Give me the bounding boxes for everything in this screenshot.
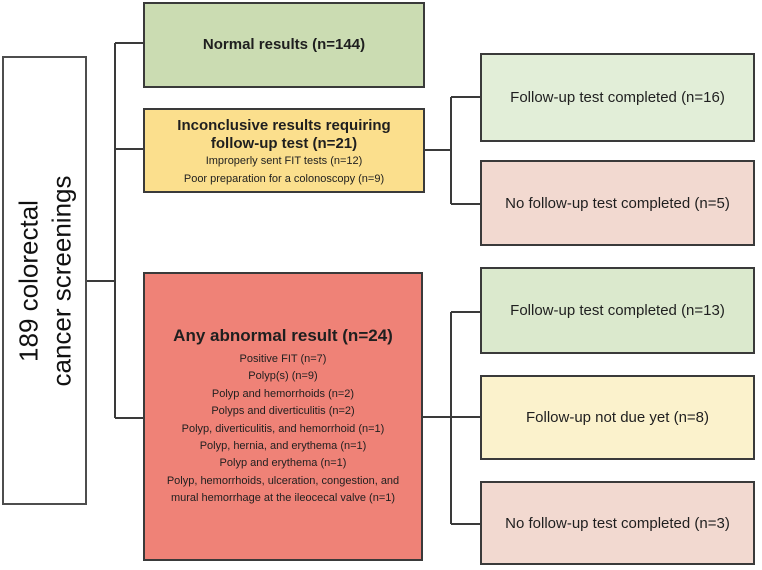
followup-completed-16-box: Follow-up test completed (n=16) xyxy=(480,53,755,142)
inconclusive-item: Poor preparation for a colonoscopy (n=9) xyxy=(183,172,385,185)
followup-completed-13-label: Follow-up test completed (n=13) xyxy=(510,302,725,319)
followup-completed-13-box: Follow-up test completed (n=13) xyxy=(480,267,755,354)
no-followup-3-box: No follow-up test completed (n=3) xyxy=(480,481,755,565)
no-followup-5-label: No follow-up test completed (n=5) xyxy=(505,194,730,212)
inconclusive-item: Improperly sent FIT tests (n=12) xyxy=(205,155,363,167)
root-label-line1: 189 colorectal xyxy=(13,199,43,362)
normal-results-box: Normal results (n=144) xyxy=(143,2,425,88)
abnormal-item: Polyps and diverticulitis (n=2) xyxy=(211,405,355,418)
abnormal-item: Polyp, hemorrhoids, ulceration, congesti… xyxy=(166,474,400,504)
inconclusive-results-title: Inconclusive results requiring follow-up… xyxy=(177,117,391,152)
root-label-line2: cancer screenings xyxy=(45,175,76,386)
abnormal-results-box: Any abnormal result (n=24) Positive FIT … xyxy=(143,272,423,561)
no-followup-5-box: No follow-up test completed (n=5) xyxy=(480,160,755,246)
root-box-total-screenings: 189 colorectal cancer screenings xyxy=(2,56,87,505)
followup-not-due-8-label: Follow-up not due yet (n=8) xyxy=(525,409,710,426)
abnormal-results-title: Any abnormal result (n=24) xyxy=(173,325,393,345)
no-followup-3-label: No follow-up test completed (n=3) xyxy=(505,514,730,532)
root-box-label: 189 colorectal cancer screenings xyxy=(12,56,77,505)
abnormal-item: Polyp, hernia, and erythema (n=1) xyxy=(199,439,367,452)
followup-completed-16-label: Follow-up test completed (n=16) xyxy=(510,89,725,106)
abnormal-item: Polyp, diverticulitis, and hemorrhoid (n… xyxy=(181,422,385,435)
abnormal-item: Polyp and hemorrhoids (n=2) xyxy=(211,387,355,400)
inconclusive-results-box: Inconclusive results requiring follow-up… xyxy=(143,108,425,193)
abnormal-item: Polyp and erythema (n=1) xyxy=(219,457,347,470)
followup-not-due-8-box: Follow-up not due yet (n=8) xyxy=(480,375,755,460)
abnormal-item: Positive FIT (n=7) xyxy=(239,353,327,365)
normal-results-title: Normal results (n=144) xyxy=(202,36,366,53)
abnormal-item: Polyp(s) (n=9) xyxy=(248,370,318,383)
